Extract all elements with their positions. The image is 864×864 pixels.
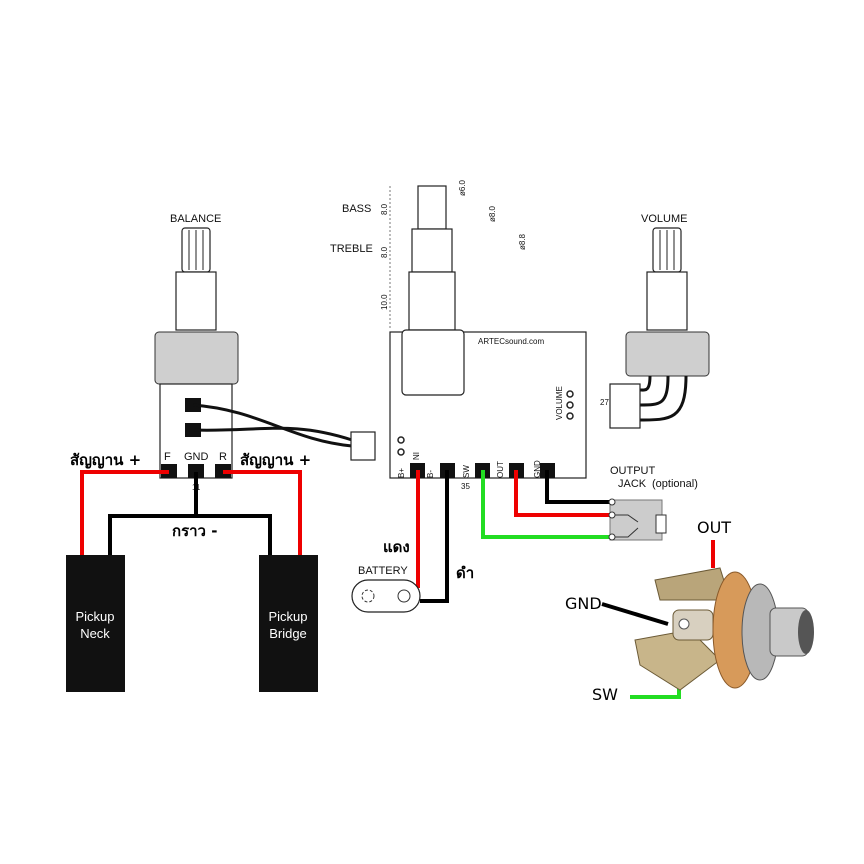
ground-label: กราว - (172, 522, 217, 540)
output-jack-label: JACK (618, 478, 647, 490)
stacked-pot-body (401, 329, 465, 396)
output-jack-label: OUTPUT (610, 465, 656, 477)
pickup-neck-label: Pickup (75, 609, 114, 624)
treble-shaft (411, 228, 453, 273)
width-dim: 35 (461, 482, 470, 491)
jack-photo (601, 540, 814, 699)
wire-black (192, 426, 353, 442)
balance-connector (350, 431, 376, 461)
signal-right-label: สัญญาน + (240, 451, 311, 469)
dim-label: 8.0 (380, 246, 389, 258)
pin-label: OUT (496, 461, 505, 478)
pin-label: B- (426, 470, 435, 478)
red-label: แดง (383, 538, 410, 556)
pin-label: SW (462, 465, 471, 478)
brand-label: ARTECsound.com (478, 337, 544, 346)
bass-label: BASS (342, 203, 371, 215)
in-label: IN (411, 452, 420, 460)
pin-label: GND (533, 460, 542, 478)
battery: BATTERY (351, 565, 421, 613)
jack-sw-label: SW (592, 685, 618, 704)
wire-red-neck (80, 470, 169, 556)
battery-label: BATTERY (358, 565, 408, 577)
output-jack-optional: (optional) (652, 478, 698, 490)
lug-r-label: R (219, 451, 227, 463)
balance-bushing (175, 271, 217, 331)
lug-gnd-label: GND (184, 451, 209, 463)
wire-red-bridge (223, 470, 302, 556)
balance-title: BALANCE (170, 213, 221, 225)
jack-out-label: OUT (697, 518, 731, 537)
pickup-bridge-label: Pickup (268, 609, 307, 624)
volume-pins-label: VOLUME (555, 386, 564, 420)
pickup-neck (66, 555, 125, 692)
bass-shaft (417, 185, 447, 230)
preamp-board: BASS TREBLE 8.0 8.0 10.0 ø6.0 ø8.0 ø8.8 … (330, 179, 609, 491)
pin-label: B+ (397, 468, 406, 478)
balance-can (154, 331, 239, 385)
pickup-neck-label: Neck (80, 626, 110, 641)
dim-label: 10.0 (380, 294, 389, 310)
dim-label: 8.0 (380, 203, 389, 215)
bushing (408, 271, 456, 331)
wire-black-battery (420, 470, 449, 603)
wire-black (192, 403, 353, 448)
wire-ground-bridge (196, 514, 272, 556)
diameter-label: ø6.0 (458, 179, 467, 196)
lug-f-label: F (164, 451, 171, 463)
pickup-bridge-label: Bridge (269, 626, 307, 641)
diameter-label: ø8.8 (518, 233, 527, 250)
wire-ground-neck (108, 472, 198, 556)
output-jack-schematic (608, 498, 667, 541)
wire-red-out (514, 470, 610, 517)
pickup-bridge (259, 555, 318, 692)
signal-left-label: สัญญาน + (70, 451, 141, 469)
black-label: ดำ (456, 564, 474, 582)
wire-green-sw (481, 470, 610, 539)
treble-label: TREBLE (330, 243, 373, 255)
volume-pot: VOLUME (609, 213, 710, 429)
wire-black-gnd (545, 470, 610, 504)
diameter-label: ø8.0 (488, 205, 497, 222)
height-dim: 27 (600, 398, 609, 407)
lug-gnd (188, 464, 204, 478)
jack-gnd-label: GND (565, 594, 602, 613)
volume-title: VOLUME (641, 213, 687, 225)
